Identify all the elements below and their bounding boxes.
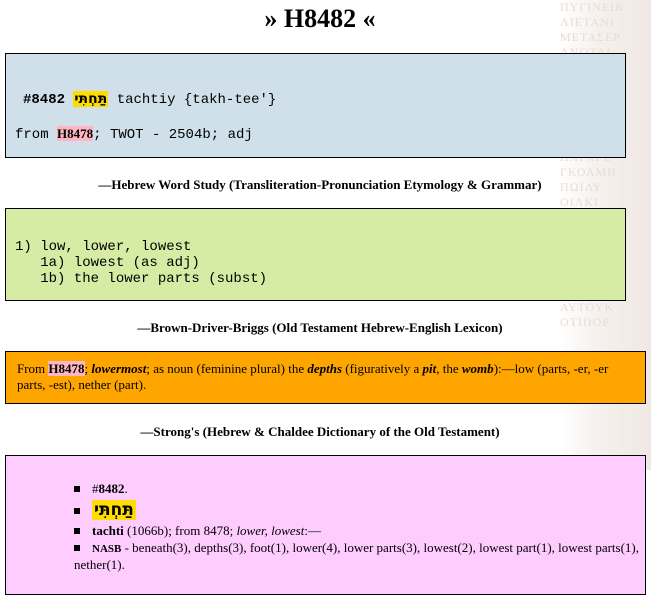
nasb-label: NASB [92,543,122,555]
entry-header-line: #8482 תַּחְתִּי tachtiy {takh-tee'} [23,91,276,108]
from-ref-link[interactable]: H8478 [57,126,94,141]
bdb-text: (figuratively a [342,361,423,376]
heading-word-study: —Hebrew Word Study (Transliteration-Pron… [98,177,542,192]
heading-strongs: —Strong's (Hebrew & Chaldee Dictionary o… [140,424,500,439]
strongs-number: 8482 [98,481,125,496]
entry-hebrew-word: תַּחְתִּי [73,91,109,107]
definition-line: 1b) the lower parts (subst) [15,271,268,287]
bdb-womb: womb [461,361,494,376]
bullet-icon [74,508,80,515]
entry-transliteration: tachtiy {takh-tee'} [108,92,277,108]
entry-number: #8482 [23,92,66,108]
bdb-text: , the [436,361,462,376]
strongs-translit-item: tachti (1066b); from 8478; lower, lowest… [74,523,639,539]
bullet-icon [74,528,80,535]
bdb-depths: depths [307,361,343,376]
entry-box: #8482 תַּחְתִּי tachtiy {takh-tee'} from… [5,53,626,158]
nasb-text: - beneath(3), depths(3), foot(1), lower(… [74,540,640,572]
from-prefix: from [15,127,58,143]
strongs-list: #8482. תַּחְתִּי tachti (1066b); from 84… [74,481,639,573]
bdb-pit: pit [422,361,437,376]
strongs-translit: tachti [92,523,124,538]
strongs-hash: # [92,481,99,496]
heading-bdb: —Brown-Driver-Briggs (Old Testament Hebr… [137,320,503,335]
entry-from-line: from H8478; TWOT - 2504b; adj [15,126,253,143]
strongs-nasb-item: NASB - beneath(3), depths(3), foot(1), l… [74,540,639,573]
definition-line: 1) low, lower, lowest [15,239,192,255]
bullet-icon [74,486,80,493]
strongs-text: :— [304,523,321,538]
strongs-gloss: lower, lowest [236,523,305,538]
strongs-hebrew-word: תַּחְתִּי [92,500,136,520]
bdb-from: From [17,361,49,376]
strongs-period: . [124,481,128,496]
bdb-text: ):—low (parts, -er, -er parts, -est), ne… [17,361,609,392]
bdb-sep: ; [84,361,92,376]
strongs-text: (1066b); from 8478; [123,523,237,538]
bdb-text: ; as noun (feminine plural) the [146,361,308,376]
bdb-box: From H8478; lowermost; as noun (feminine… [5,351,646,404]
strongs-box: #8482. תַּחְתִּי tachti (1066b); from 84… [5,455,646,595]
definition-line: 1a) lowest (as adj) [15,255,200,271]
page-title: » H8482 « [264,4,376,33]
bullet-icon [74,545,80,552]
bdb-ref-link[interactable]: H8478 [48,361,85,376]
strongs-number-item: #8482. [74,481,639,497]
definitions-box: 1) low, lower, lowest 1a) lowest (as adj… [5,208,626,301]
from-suffix: ; TWOT - 2504b; adj [93,127,253,143]
strongs-hebrew-item: תַּחְתִּי [74,499,639,521]
bdb-lowermost: lowermost [91,361,147,376]
